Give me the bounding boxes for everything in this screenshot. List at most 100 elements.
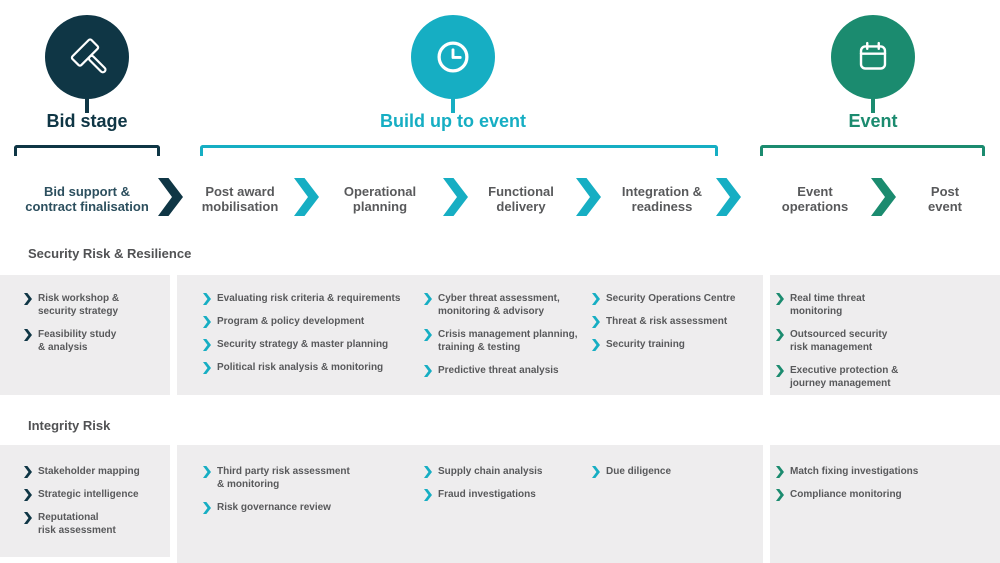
service-item: Risk workshop & security strategy <box>24 292 164 318</box>
stage-title-event: Event <box>848 111 898 131</box>
phase-label-post-award: Post award mobilisation <box>201 184 279 214</box>
chevron-right-icon <box>592 316 600 328</box>
phase-label-functional: Functional delivery <box>488 184 554 214</box>
chevron-right-icon <box>424 489 432 501</box>
service-item-label: Risk governance review <box>217 502 331 513</box>
service-item-label: Security training <box>606 339 685 350</box>
row-title-integrity: Integrity Risk <box>28 418 111 433</box>
service-item: Program & policy development <box>203 315 418 328</box>
service-item: Feasibility study & analysis <box>24 328 164 354</box>
stage-title-buildup: Build up to event <box>380 111 526 131</box>
bracket-buildup <box>200 145 718 156</box>
service-item-label: Risk workshop & security strategy <box>38 293 120 317</box>
service-item: Risk governance review <box>203 501 418 514</box>
chevron-right-icon <box>24 329 32 341</box>
service-item-label: Feasibility study & analysis <box>38 329 117 353</box>
service-item-label: Threat & risk assessment <box>606 316 728 327</box>
service-column: Supply chain analysis Fraud investigatio… <box>424 465 589 501</box>
chevron-right-icon <box>424 329 432 341</box>
service-item: Evaluating risk criteria & requirements <box>203 292 418 305</box>
service-item: Political risk analysis & monitoring <box>203 361 418 374</box>
service-item: Compliance monitoring <box>776 488 986 501</box>
service-item: Stakeholder mapping <box>24 465 164 478</box>
service-column: Cyber threat assessment, monitoring & ad… <box>424 292 589 377</box>
service-item: Security strategy & master planning <box>203 338 418 351</box>
service-item-label: Political risk analysis & monitoring <box>217 362 384 373</box>
service-item-label: Supply chain analysis <box>438 466 543 477</box>
chevron-right-icon <box>776 466 784 478</box>
stage-circle-bid <box>45 15 129 99</box>
chevron-right-icon <box>592 339 600 351</box>
service-item-label: Strategic intelligence <box>38 489 139 500</box>
service-item: Fraud investigations <box>424 488 589 501</box>
chevron-right-icon <box>424 365 432 377</box>
chevron-right-icon <box>776 293 784 305</box>
calendar-icon <box>859 41 887 70</box>
bracket-event <box>760 145 985 156</box>
service-item-label: Real time threat monitoring <box>790 293 866 317</box>
service-item: Match fixing investigations <box>776 465 986 478</box>
service-item-label: Third party risk assessment & monitoring <box>217 466 350 490</box>
gavel-icon <box>70 38 107 74</box>
service-column: Security Operations Centre Threat & risk… <box>592 292 760 351</box>
chevron-right-icon <box>203 316 211 328</box>
row-title-security: Security Risk & Resilience <box>28 246 192 261</box>
service-item: Threat & risk assessment <box>592 315 760 328</box>
service-item: Cyber threat assessment, monitoring & ad… <box>424 292 589 318</box>
service-item-label: Security Operations Centre <box>606 293 736 304</box>
chevron-right-icon <box>776 365 784 377</box>
service-item-label: Evaluating risk criteria & requirements <box>217 293 401 304</box>
service-item: Strategic intelligence <box>24 488 164 501</box>
chevron-right-icon <box>24 512 32 524</box>
chevron-right-icon <box>203 466 211 478</box>
service-item-label: Executive protection & journey managemen… <box>790 365 899 389</box>
service-item-label: Outsourced security risk management <box>790 329 888 353</box>
service-column: Third party risk assessment & monitoring… <box>203 465 418 514</box>
stage-circle-event <box>831 15 915 99</box>
chevron-right-icon <box>203 502 211 514</box>
phase-label-operational: Operational planning <box>343 184 417 214</box>
chevron-right-icon <box>24 466 32 478</box>
service-item: Security training <box>592 338 760 351</box>
phase-label-integration: Integration & readiness <box>621 184 703 214</box>
service-item-label: Fraud investigations <box>438 489 536 500</box>
service-item: Crisis management planning, training & t… <box>424 328 589 354</box>
service-item: Predictive threat analysis <box>424 364 589 377</box>
chevron-right-icon <box>203 339 211 351</box>
service-item-label: Match fixing investigations <box>790 466 919 477</box>
band-security-buildup <box>177 275 763 395</box>
stage-circle-buildup <box>411 15 495 99</box>
chevron-right-icon <box>24 293 32 305</box>
band-integrity-bid <box>0 445 170 557</box>
phase-label-bid-support: Bid support & contract finalisation <box>25 184 149 214</box>
chevron-right-icon <box>424 466 432 478</box>
chevron-right-icon <box>203 293 211 305</box>
bracket-bid <box>14 145 160 156</box>
service-column: Due diligence <box>592 465 760 478</box>
service-item: Executive protection & journey managemen… <box>776 364 976 390</box>
chevron-right-icon <box>776 329 784 341</box>
service-column: Stakeholder mapping Strategic intelligen… <box>24 465 164 537</box>
chevron-right-icon <box>776 489 784 501</box>
service-item: Outsourced security risk management <box>776 328 976 354</box>
service-item: Due diligence <box>592 465 760 478</box>
stage-stem <box>85 98 89 113</box>
service-item-label: Crisis management planning, training & t… <box>438 329 578 353</box>
service-item: Real time threat monitoring <box>776 292 976 318</box>
service-item: Reputational risk assessment <box>24 511 164 537</box>
service-item-label: Program & policy development <box>217 316 365 327</box>
chevron-right-icon <box>424 293 432 305</box>
clock-icon <box>437 41 469 73</box>
service-item-label: Cyber threat assessment, monitoring & ad… <box>438 293 560 317</box>
service-column: Real time threat monitoring Outsourced s… <box>776 292 976 390</box>
service-item-label: Stakeholder mapping <box>38 466 140 477</box>
service-item-label: Due diligence <box>606 466 672 477</box>
chevron-right-icon <box>592 466 600 478</box>
stage-stem <box>451 98 455 113</box>
band-security-event <box>770 275 1000 395</box>
chevron-right-icon <box>592 293 600 305</box>
service-item-label: Compliance monitoring <box>790 489 902 500</box>
service-item-label: Predictive threat analysis <box>438 365 559 376</box>
service-item: Supply chain analysis <box>424 465 589 478</box>
